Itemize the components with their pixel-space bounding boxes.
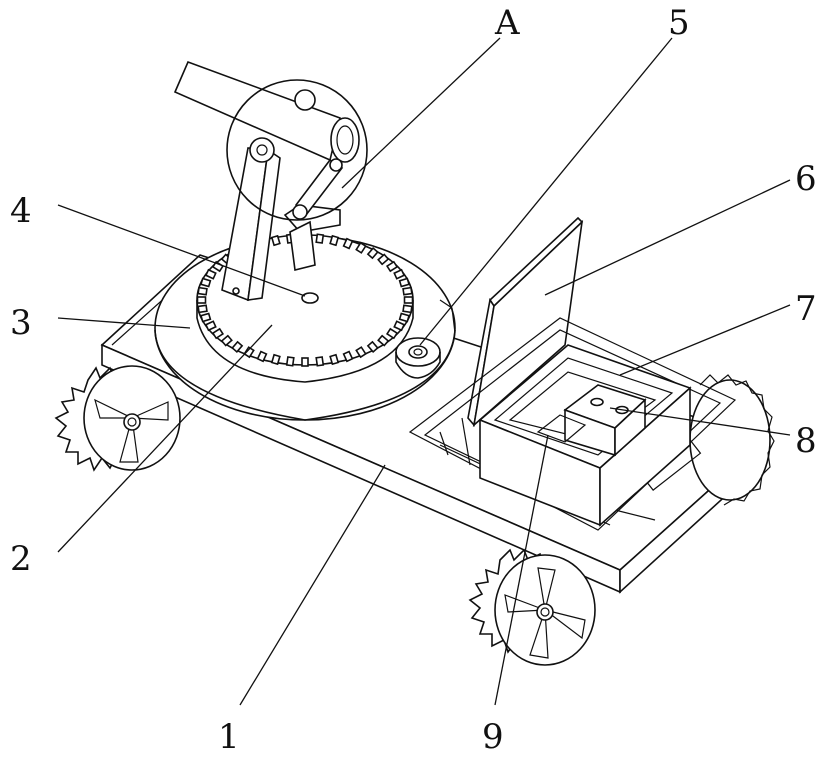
wheel-front-right: [470, 550, 595, 665]
label-3: 3: [10, 303, 32, 343]
gear-tooth: [302, 358, 308, 366]
gear-tooth: [198, 305, 207, 312]
gear-tooth: [330, 355, 338, 364]
label-7: 7: [795, 289, 817, 329]
wheel-front-left: [56, 366, 180, 470]
label-8: 8: [795, 421, 817, 461]
gear-tooth: [287, 357, 294, 366]
label-1: 1: [218, 717, 240, 757]
label-5: 5: [668, 3, 690, 43]
gear-tooth: [272, 236, 280, 245]
gear-tooth: [316, 357, 323, 366]
gear-tooth: [330, 236, 338, 245]
gear-tooth: [198, 297, 206, 303]
gear-tooth: [400, 279, 409, 287]
gear-tooth: [201, 313, 210, 321]
gear-tooth: [405, 297, 413, 303]
label-9: 9: [482, 717, 504, 757]
label-A: A: [494, 3, 520, 43]
gear-tooth: [400, 313, 409, 321]
label-2: 2: [10, 539, 32, 579]
gear-tooth: [198, 288, 207, 295]
gear-tooth: [403, 305, 412, 312]
gear-tooth: [272, 355, 280, 364]
gear-tooth: [201, 279, 210, 287]
label-6: 6: [795, 159, 817, 199]
label-4: 4: [10, 191, 32, 231]
gear-tooth: [316, 234, 323, 243]
gear-tooth: [403, 288, 412, 295]
